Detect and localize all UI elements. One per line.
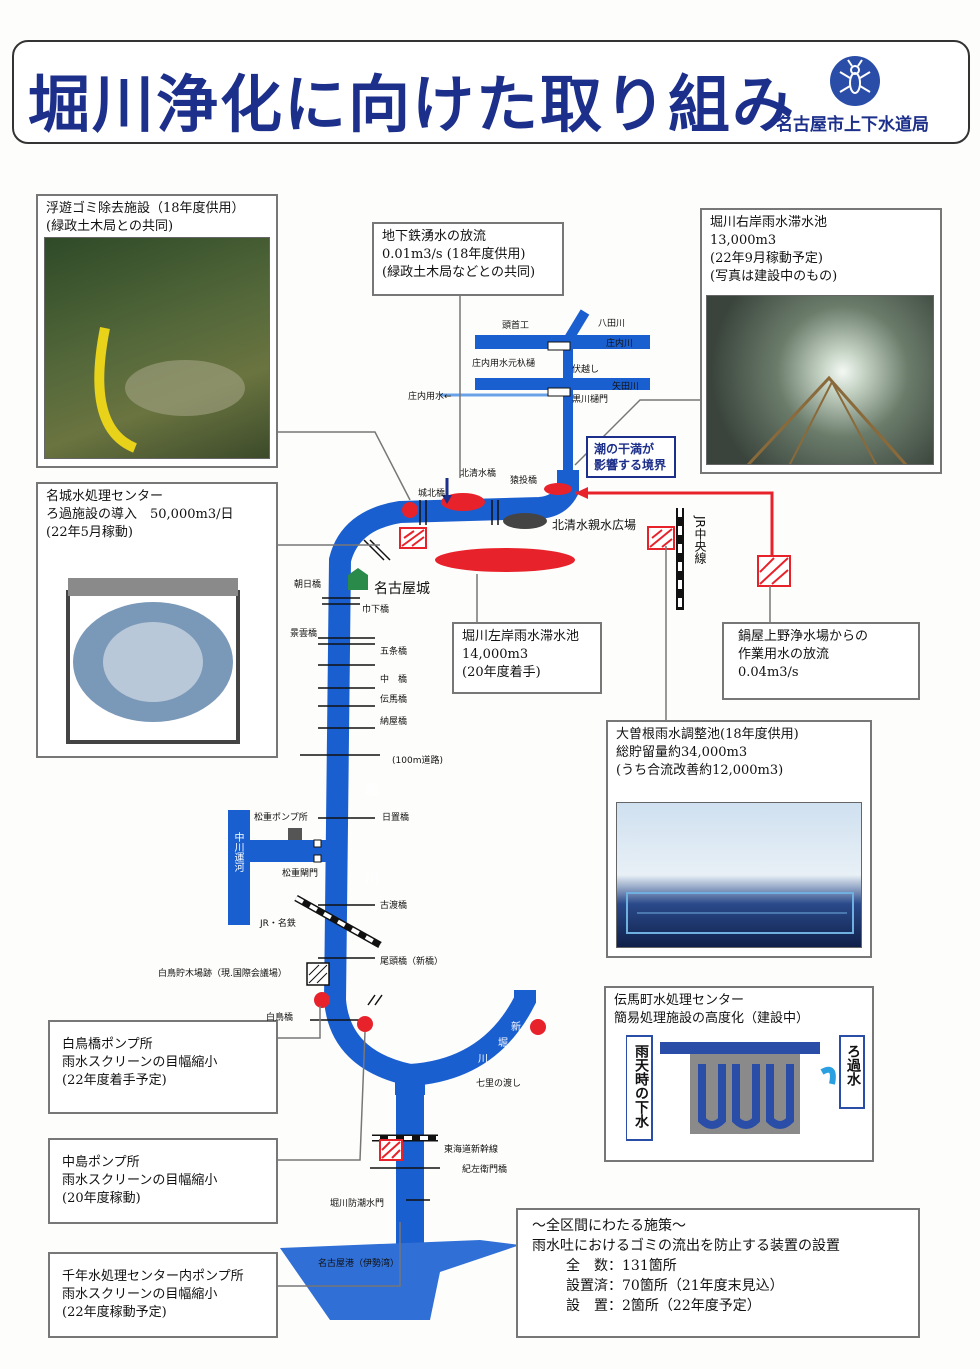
label-ikashita: 巾下橋 <box>362 605 390 615</box>
label-road100: (100m道路) <box>392 756 443 766</box>
label-nakagawa-canal: 中川運河 <box>232 832 243 872</box>
label-kurokawa: 黒川樋門 <box>572 395 609 405</box>
box-left-bank: 堀川左岸雨水滞水池 14,000m3 (20年度着手) <box>452 622 602 694</box>
org-logo-icon <box>830 56 880 106</box>
label-jokita: 城北橋 <box>418 489 446 499</box>
label-shichiri: 七里の渡し <box>476 1079 522 1089</box>
label-nayabashi: 納屋橋 <box>380 717 408 727</box>
label-toshuko: 頭首工 <box>502 321 530 331</box>
box-subway-water: 地下鉄湧水の放流 0.01m3/s (18年度供用) (緑政土木局などとの共同) <box>372 222 564 296</box>
label-sarunage: 猿投橋 <box>510 476 538 486</box>
label-hori: 堀 <box>365 783 379 799</box>
label-shonai-yosui: 庄内用水← <box>408 392 452 402</box>
box-sennen: 千年水処理センター内ポンプ所 雨水スクリーンの目幅縮小 (22年度稼動予定) <box>48 1252 278 1338</box>
railways <box>294 508 684 1142</box>
label-kitakiyomizu-bridge: 北清水橋 <box>460 469 497 479</box>
label-matsushige-pump: 松重ポンプ所 <box>254 813 308 823</box>
left-bank-tank-marker <box>435 548 575 572</box>
label-filtered-water: ろ過水 <box>845 1044 861 1086</box>
label-jr-meitetsu: JR・名鉄 <box>260 919 296 929</box>
label-kagetaka: 景雲橋 <box>290 629 318 639</box>
label-kitakiyomizu-plaza: 北清水親水広場 <box>552 518 637 532</box>
box-summary: ～全区間にわたる施策～ 雨水吐におけるゴミの流出を防止する装置の設置 全 数：1… <box>516 1208 920 1338</box>
label-shirotori-lumber: 白鳥貯木場跡（現.国際会議場） <box>158 969 287 979</box>
label-gojo: 五条橋 <box>380 647 408 657</box>
horikawa-river <box>323 470 579 1087</box>
summary-row: 設 置：2箇所（22年度予定） <box>566 1298 761 1314</box>
label-kizaemon: 紀左衛門橋 <box>462 1165 508 1175</box>
org-name: 名古屋市上下水道局 <box>776 115 929 135</box>
label-obata: 尾頭橋（新橋） <box>380 957 444 967</box>
label-denma: 伝馬橋 <box>380 695 408 705</box>
label-naka: 中 橋 <box>380 675 408 685</box>
box-tide-boundary: 潮の干満が 影響する境界 <box>586 436 676 478</box>
box-nakajima: 中島ポンプ所 雨水スクリーンの目幅縮小 (20年度稼動) <box>48 1138 278 1224</box>
page-title: 堀川浄化に向けた取り組み <box>28 68 797 141</box>
photo-ozone-img <box>616 802 862 948</box>
label-yadagawa: 八田川 <box>598 319 626 329</box>
hatched-sites <box>379 526 791 1161</box>
label-yadagawa2: 矢田川 <box>612 382 640 392</box>
label-shinkansen: 東海道新幹線 <box>444 1145 499 1155</box>
box-shirotori: 白鳥橋ポンプ所 雨水スクリーンの目幅縮小 (22年度着手予定) <box>48 1020 278 1114</box>
label-asahi: 朝日橋 <box>294 580 322 590</box>
summary-desc: 雨水吐におけるゴミの流出を防止する装置の設置 <box>532 1238 840 1254</box>
photo-right-bank-img <box>706 295 934 465</box>
summary-row: 設置済：70箇所（21年度末見込） <box>566 1278 784 1294</box>
label-matsushige-gate: 松重閘門 <box>282 869 319 879</box>
label-nagoya-port: 名古屋港（伊勢湾） <box>318 1259 400 1269</box>
label-hori2: 堀 <box>498 1038 508 1049</box>
summary-title: ～全区間にわたる施策～ <box>532 1218 686 1234</box>
label-fusekoshi: 伏越し <box>572 365 600 375</box>
label-shirotori-bridge: 白鳥橋 <box>266 1013 294 1023</box>
photo-floating-trash-img <box>44 237 270 459</box>
label-horikawa-gate: 堀川防潮水門 <box>330 1199 385 1209</box>
label-shonai-suimoto: 庄内用水元杁樋 <box>472 359 536 369</box>
photo-meijo-img <box>58 560 248 750</box>
header-frame <box>12 40 970 144</box>
label-rain-downstream: 雨天時の下水 <box>633 1044 649 1128</box>
denmacho-diagram <box>626 1035 865 1141</box>
box-nabeya: 鍋屋上野浄水場からの 作業用水の放流 0.04m3/s <box>722 622 920 700</box>
label-hioki: 日置橋 <box>382 813 410 823</box>
label-shonaigawa: 庄内川 <box>606 339 634 349</box>
summary-row: 全 数：131箇所 <box>566 1258 677 1274</box>
upstream-rivers <box>440 309 650 480</box>
label-furuwatari: 古渡橋 <box>380 901 408 911</box>
label-jr-chuo: JR中央線 <box>693 516 707 564</box>
label-kawa: 川 <box>365 871 379 887</box>
label-nagoya-castle: 名古屋城 <box>374 581 430 597</box>
label-shin: 新 <box>511 1022 521 1033</box>
label-kawa2: 川 <box>478 1054 488 1065</box>
